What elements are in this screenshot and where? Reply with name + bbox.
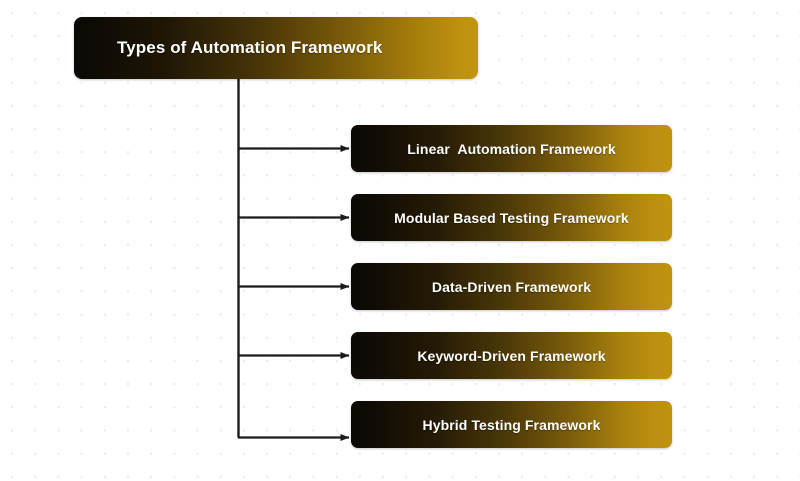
child-node-label: Modular Based Testing Framework	[394, 209, 629, 226]
child-node-hybrid-testing-framework[interactable]: Hybrid Testing Framework	[351, 401, 672, 448]
child-node-label: Hybrid Testing Framework	[422, 416, 601, 433]
root-node-types-of-automation-framework[interactable]: Types of Automation Framework	[74, 17, 478, 79]
child-node-label: Keyword-Driven Framework	[417, 347, 606, 364]
child-node-label: Data-Driven Framework	[431, 278, 592, 295]
child-node-data-driven-framework[interactable]: Data-Driven Framework	[351, 263, 672, 310]
root-node-label: Types of Automation Framework	[117, 38, 383, 57]
child-node-keyword-driven-framework[interactable]: Keyword-Driven Framework	[351, 332, 672, 379]
child-node-label: Linear Automation Framework	[407, 140, 616, 157]
child-node-modular-based-testing-framework[interactable]: Modular Based Testing Framework	[351, 194, 672, 241]
child-node-linear-automation-framework[interactable]: Linear Automation Framework	[351, 125, 672, 172]
